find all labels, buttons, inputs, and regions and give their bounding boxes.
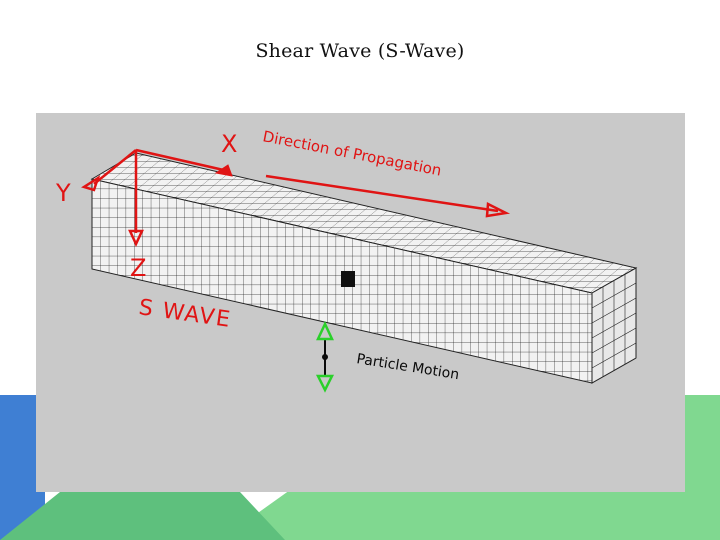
y-axis-label: Y [55, 179, 71, 207]
x-axis-label: X [221, 130, 237, 158]
block-top-grid [92, 153, 636, 293]
direction-of-propagation-label: Direction of Propagation [261, 127, 443, 179]
block-end-grid [591, 274, 637, 377]
s-wave-label: S WAVE [137, 295, 233, 333]
green-band [0, 492, 285, 540]
right-green-shape [685, 395, 720, 540]
x-axis-arrowhead [214, 164, 233, 177]
y-axis-arrowhead [81, 175, 101, 192]
blue-corner-shape [0, 395, 45, 540]
s-wave-diagram: X Y Z Direction of Propagation S WAVE Pa… [55, 127, 638, 393]
propagation-arrowhead [485, 202, 511, 218]
particle-motion-label: Particle Motion [355, 351, 460, 383]
z-axis-arrowhead [128, 229, 144, 247]
slide-title: Shear Wave (S-Wave) [255, 40, 465, 62]
axis-lines [93, 148, 499, 233]
z-axis-label: Z [130, 254, 146, 282]
particle-motion-arrow [315, 321, 335, 393]
diagram-panel: X Y Z Direction of Propagation S WAVE Pa… [36, 113, 685, 492]
highlighted-particle [341, 271, 355, 287]
